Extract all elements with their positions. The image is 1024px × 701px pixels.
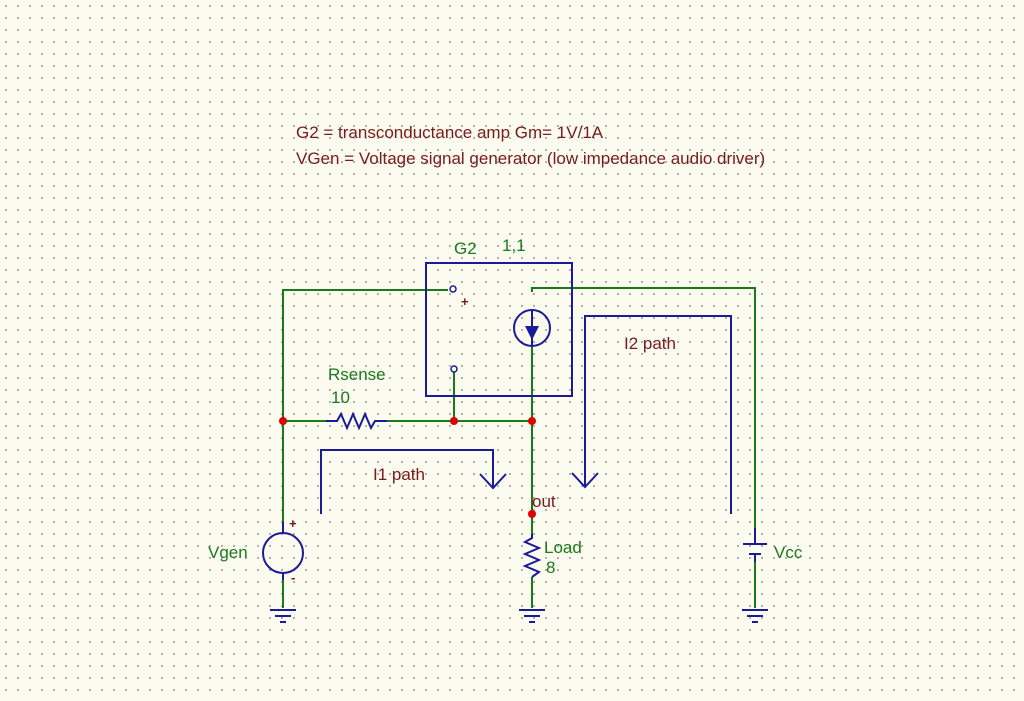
load-value-label: 8 [546, 558, 556, 577]
vgen-minus-sign: - [291, 570, 296, 585]
g2-plus-sign: + [461, 294, 469, 309]
vgen-name-label: Vgen [208, 543, 248, 562]
junction-dot [528, 510, 536, 518]
ground-symbols [270, 609, 768, 623]
ground-icon [519, 609, 545, 623]
g2-input-minus-terminal [450, 365, 458, 373]
wires [282, 287, 756, 608]
g2-amplifier[interactable] [425, 262, 573, 397]
g2-value-label: 1,1 [502, 236, 526, 255]
i2-path-arrow [584, 315, 732, 514]
vgen-source[interactable] [262, 522, 304, 580]
vcc-battery[interactable] [743, 528, 767, 562]
vgen-source-circle [262, 532, 304, 574]
i1-path-arrow [320, 449, 494, 514]
rsense-name-label: Rsense [328, 365, 386, 384]
note-vgen-definition: VGen = Voltage signal generator (low imp… [296, 149, 766, 168]
load-resistor[interactable] [522, 534, 542, 578]
vgen-plus-sign: + [289, 516, 297, 531]
out-node-label: out [532, 492, 556, 511]
i2-path-arrowhead-icon [571, 472, 599, 489]
ground-icon [742, 609, 768, 623]
g2-box [425, 262, 573, 397]
rsense-resistor[interactable] [326, 411, 387, 431]
g2-name-label: G2 [454, 239, 477, 258]
g2-current-arrow-icon [525, 326, 539, 340]
vcc-name-label: Vcc [774, 543, 803, 562]
current-path-arrows [320, 315, 732, 514]
junction-dot [279, 417, 287, 425]
i2-path-label: I2 path [624, 334, 676, 353]
rsense-value-label: 10 [331, 388, 350, 407]
wire-g2-output-to-vcc [531, 287, 756, 528]
i1-path-arrowhead-icon [479, 473, 507, 490]
junction-dot [450, 417, 458, 425]
g2-input-plus-terminal [449, 285, 457, 293]
junction-nodes [279, 417, 536, 518]
note-g2-definition: G2 = transconductance amp Gm= 1V/1A [296, 123, 604, 142]
i1-path-label: I1 path [373, 465, 425, 484]
junction-dot [528, 417, 536, 425]
load-name-label: Load [544, 538, 582, 557]
ground-icon [270, 609, 296, 623]
wire-vgen-to-g2-plus [282, 289, 448, 522]
